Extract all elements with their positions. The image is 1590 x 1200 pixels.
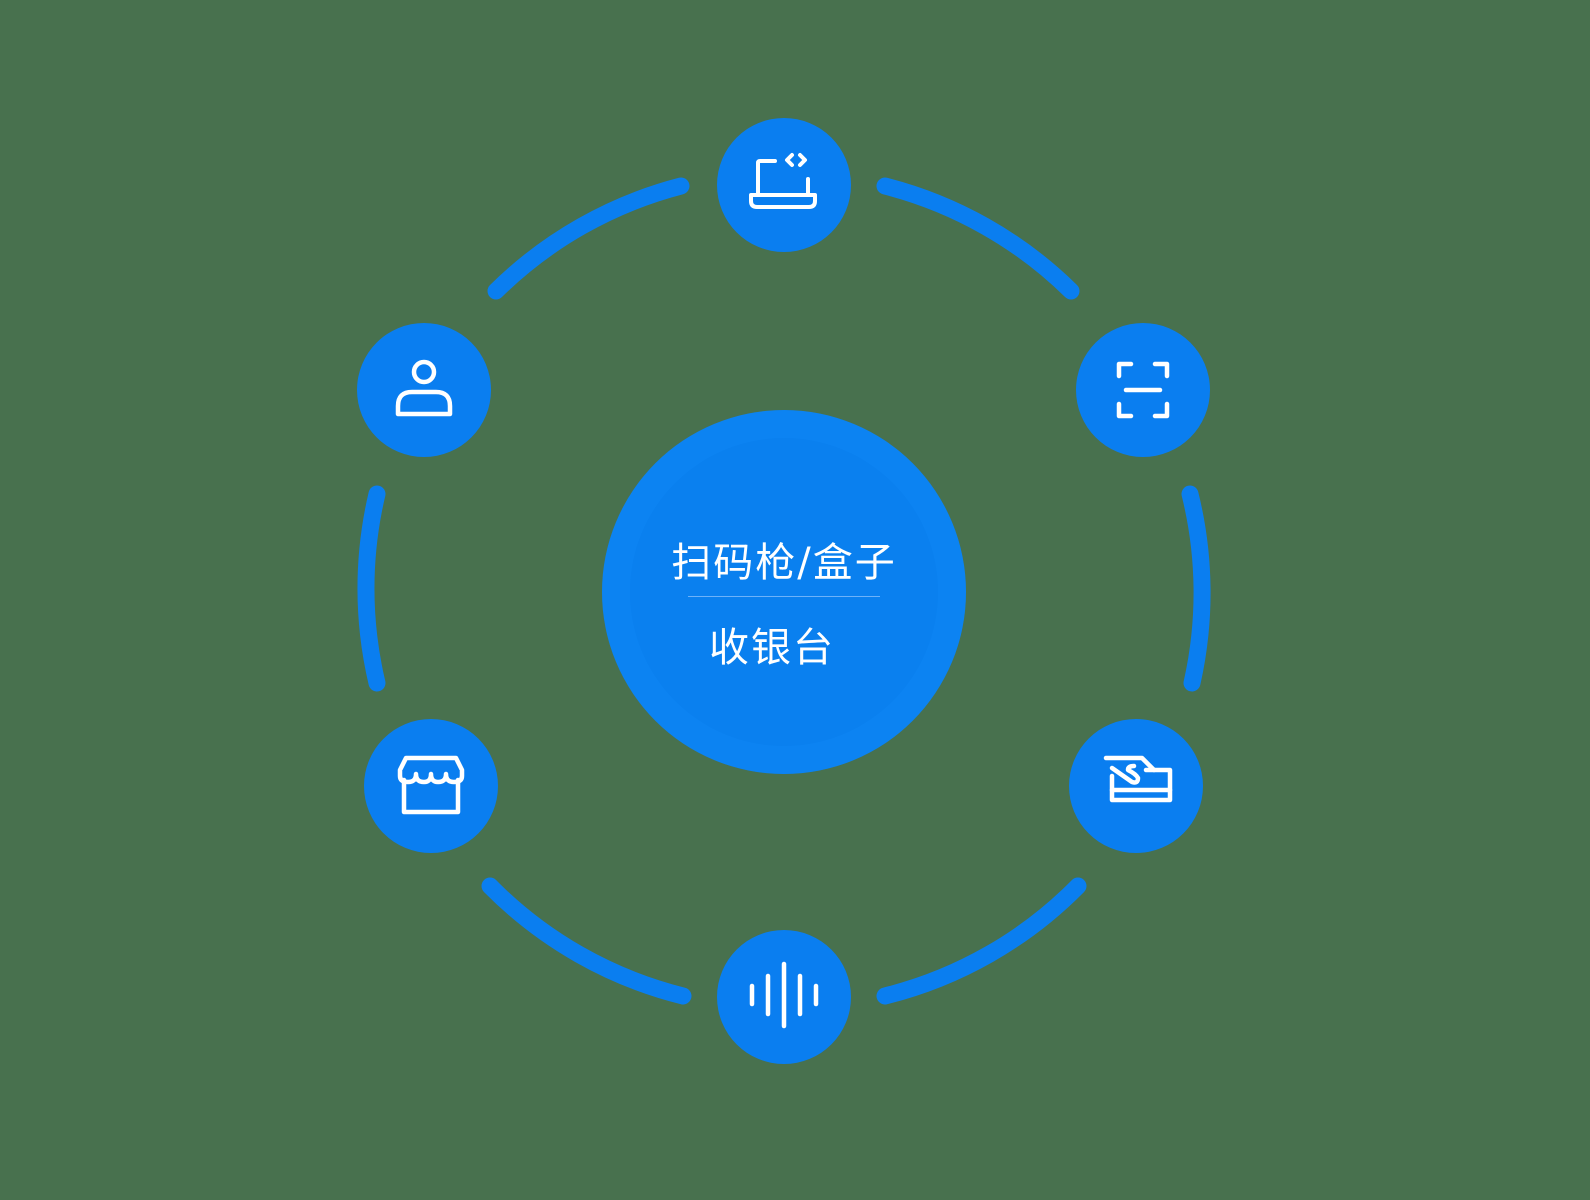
node-scan[interactable] [1076, 323, 1210, 457]
card-payment-icon [1103, 755, 1173, 803]
node-user[interactable] [357, 323, 491, 457]
sound-wave-icon [749, 961, 819, 1029]
laptop-code-icon [749, 153, 817, 209]
center-title: 扫码枪/盒子 [671, 540, 897, 586]
arc-top-right [876, 177, 1080, 300]
center-subtitle: 收银台 [709, 625, 835, 671]
center-divider [688, 596, 880, 597]
arc-bottom-right [876, 877, 1087, 1005]
node-laptop-code[interactable] [717, 118, 851, 252]
arc-bottom-left [481, 877, 692, 1005]
scan-icon [1116, 361, 1170, 419]
node-store[interactable] [364, 719, 498, 853]
node-card-payment[interactable] [1069, 719, 1203, 853]
arc-top-left [487, 177, 690, 300]
arc-left [357, 485, 386, 692]
store-icon [397, 755, 465, 815]
arc-right [1181, 485, 1211, 692]
center-hub: 扫码枪/盒子 收银台 [602, 410, 966, 774]
user-icon [395, 359, 453, 417]
node-sound-wave[interactable] [717, 930, 851, 1064]
